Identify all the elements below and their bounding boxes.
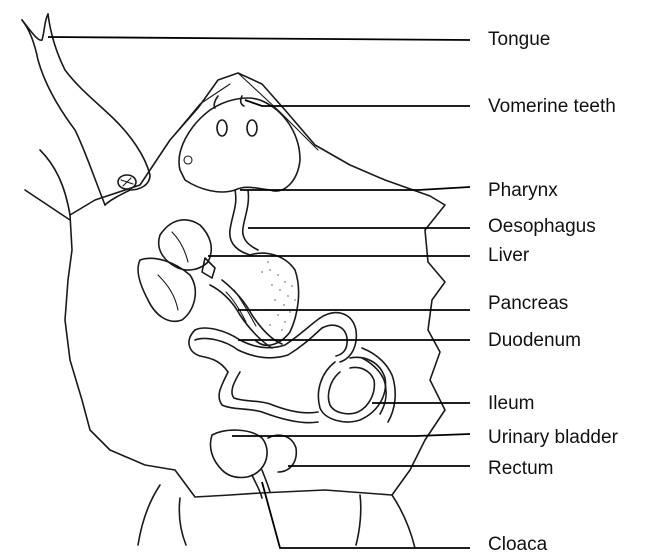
mouth-region [179,96,300,192]
ileum [219,313,395,423]
label-urinary-bladder: Urinary bladder [488,428,618,447]
stomach [250,253,299,345]
label-oesophagus: Oesophagus [488,217,596,236]
liver [138,220,215,322]
left-forelimb [22,14,150,220]
hind-region [138,430,415,548]
label-tongue: Tongue [488,30,550,49]
label-pancreas: Pancreas [488,294,568,313]
label-duodenum: Duodenum [488,331,581,350]
label-liver: Liver [488,246,529,265]
pancreas-duodenum [189,280,322,372]
oesophagus-tube [230,190,258,255]
label-cloaca: Cloaca [488,535,547,554]
label-vomerine-teeth: Vomerine teeth [488,97,616,116]
label-ileum: Ileum [488,394,534,413]
label-rectum: Rectum [488,459,553,478]
label-pharynx: Pharynx [488,181,558,200]
